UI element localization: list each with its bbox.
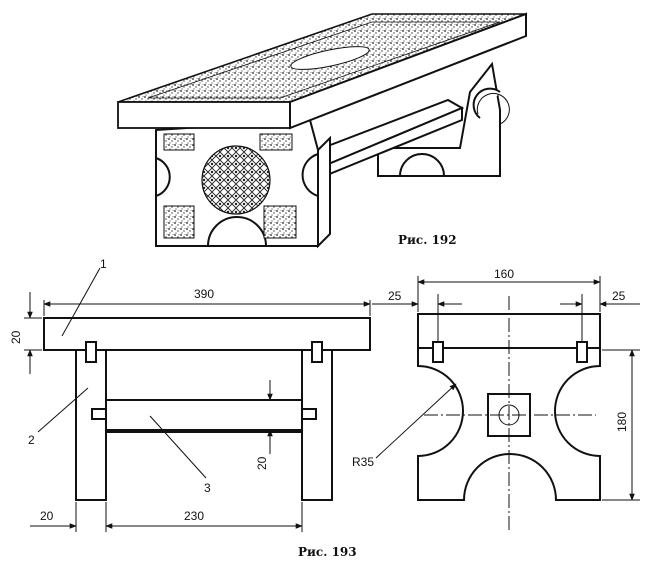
leg-part-2-right [301, 349, 333, 501]
front-leg [155, 118, 331, 249]
dim-arc-radius: R35 [352, 455, 374, 469]
tenon-side-left [432, 341, 444, 363]
dim-leg-thickness: 20 [40, 509, 54, 523]
callout-3: 3 [204, 481, 211, 495]
figure-193-caption: Рис. 193 [298, 545, 357, 559]
dim-overall-length: 390 [194, 287, 214, 301]
stretcher-tenon-left [91, 408, 107, 420]
tenon-side-right [576, 341, 588, 363]
callout-1: 1 [100, 257, 107, 271]
dim-seat-width: 160 [494, 267, 514, 281]
dim-tenon-offset-left: 25 [388, 289, 402, 303]
dim-seat-thickness: 20 [9, 330, 23, 344]
front-view: 390 20 20 230 20 1 2 3 [9, 257, 371, 532]
dim-leg-height: 180 [615, 412, 629, 432]
tenon-right [311, 341, 323, 363]
back-leg [377, 61, 510, 177]
dim-tenon-offset-right: 25 [612, 289, 626, 303]
tenon-left [85, 341, 97, 363]
side-view: 160 25 25 180 R35 [352, 267, 640, 530]
stretcher-tenon-right [301, 408, 317, 420]
dim-inner-span: 230 [184, 509, 204, 523]
callout-2: 2 [28, 433, 35, 447]
perspective-view: Рис. 192 [117, 12, 527, 249]
stretcher-part-3 [105, 399, 303, 431]
seat-board [117, 12, 527, 130]
dim-stretcher-height: 20 [255, 456, 269, 470]
figure-192-caption: Рис. 192 [398, 233, 457, 247]
leg-part-2-left [75, 349, 107, 501]
